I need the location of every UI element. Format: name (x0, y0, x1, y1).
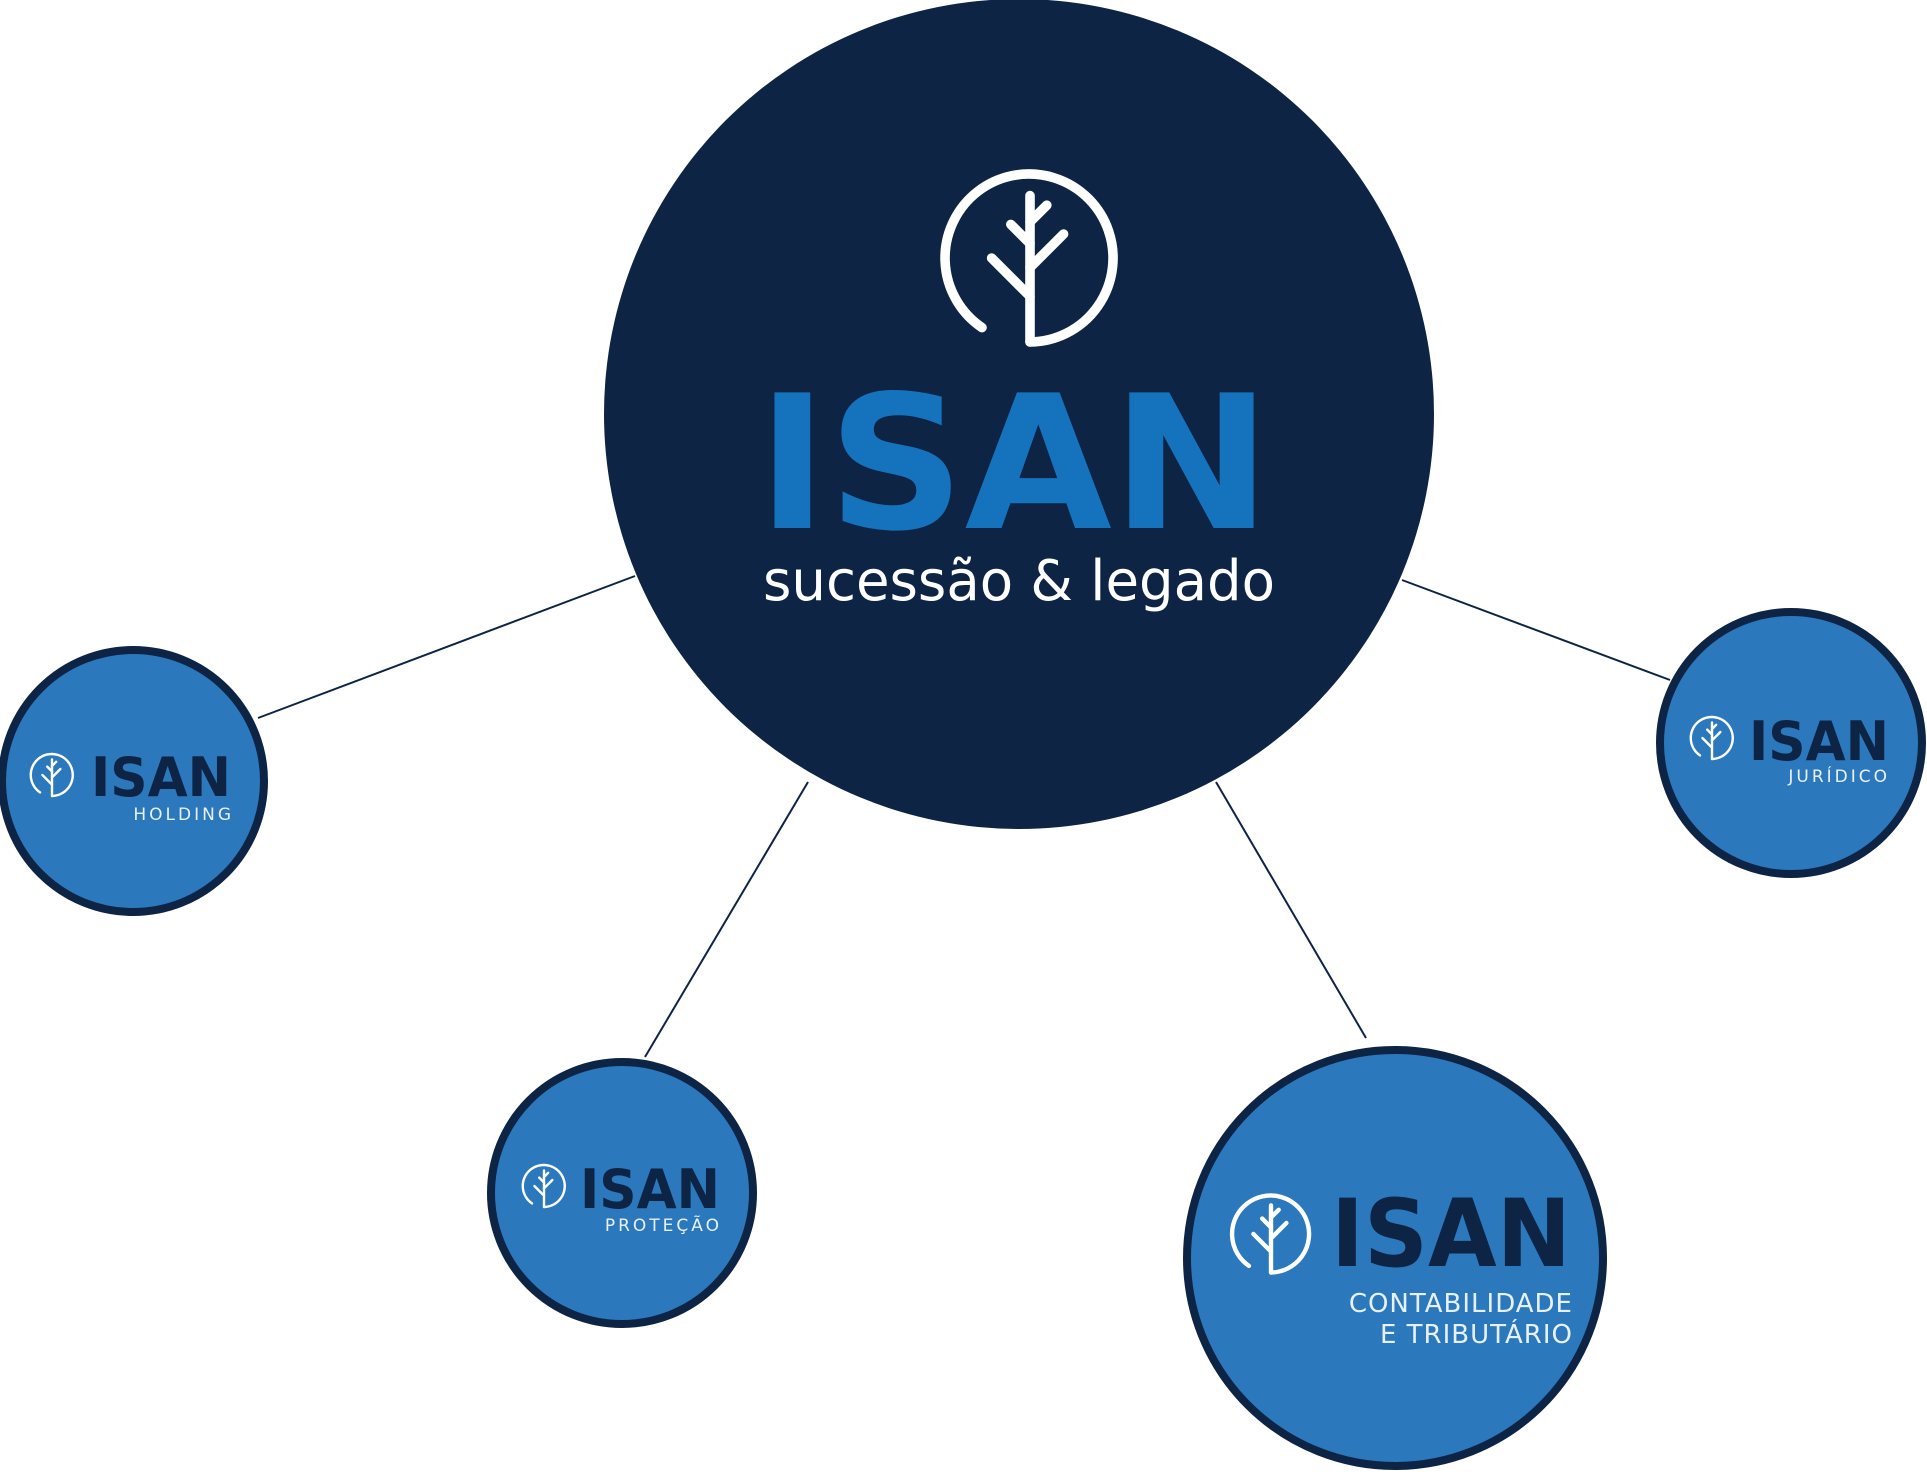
branch-label-line1: CONTABILIDADE (1349, 1289, 1573, 1319)
branch-circle (0, 646, 268, 916)
connector-contabilidade (1215, 781, 1367, 1039)
branch-wordmark: ISAN (1331, 1180, 1571, 1289)
branch-wordmark: ISAN (91, 746, 231, 809)
branch-node-juridico: ISAN JURÍDICO (1656, 608, 1926, 878)
connector-holding (257, 575, 636, 719)
branch-wordmark: ISAN (580, 1158, 720, 1221)
branch-node-holding: ISAN HOLDING (0, 646, 268, 916)
main-tagline: sucessão & legado (763, 549, 1275, 614)
connector-protecao (644, 781, 809, 1058)
branch-circle (1656, 608, 1926, 878)
main-wordmark: ISAN (757, 355, 1271, 572)
branch-wordmark: ISAN (1749, 710, 1889, 773)
main-node: ISAN sucessão & legado (604, 0, 1434, 829)
connector-juridico (1401, 579, 1671, 681)
branch-label: JURÍDICO (1787, 765, 1890, 787)
main-circle (604, 0, 1434, 829)
branch-label: PROTEÇÃO (605, 1214, 722, 1236)
branch-circle (1183, 1046, 1607, 1470)
branch-node-contabilidade: ISAN CONTABILIDADE E TRIBUTÁRIO (1183, 1046, 1607, 1470)
branch-node-protecao: ISAN PROTEÇÃO (487, 1058, 757, 1328)
branch-label-line2: E TRIBUTÁRIO (1380, 1318, 1573, 1350)
branch-label: HOLDING (133, 805, 234, 825)
branch-circle (487, 1058, 757, 1328)
